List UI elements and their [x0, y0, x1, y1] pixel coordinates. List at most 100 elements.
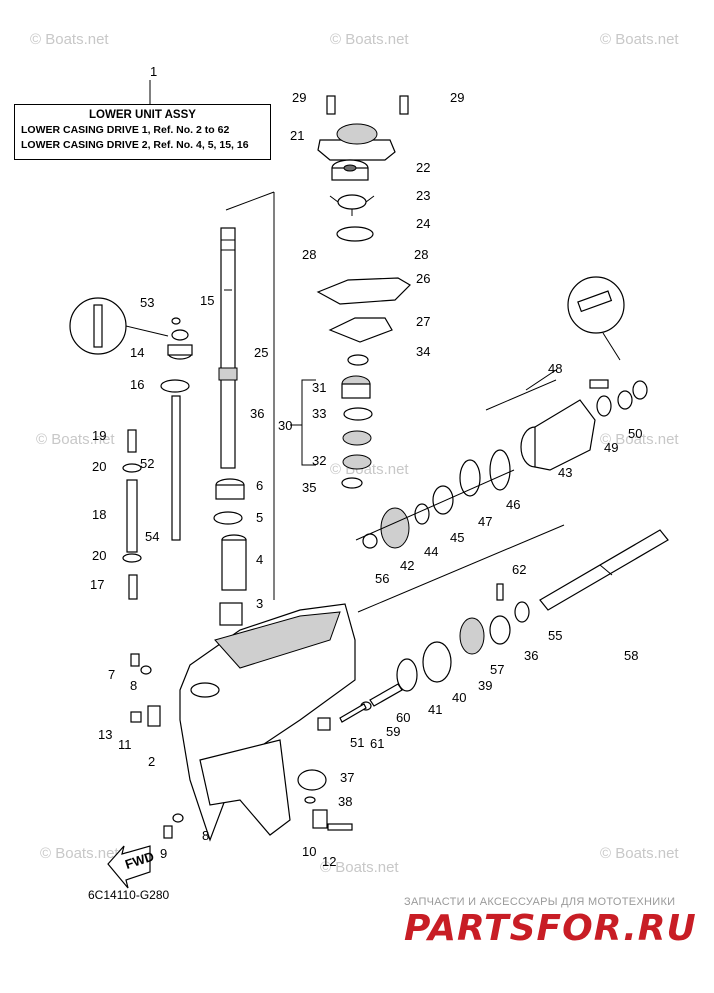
dog-clutch-57: [489, 615, 511, 645]
callout-40: 40: [452, 690, 466, 705]
callout-51: 51: [350, 735, 364, 750]
shim-41: [396, 658, 418, 692]
oil-seal-14: [167, 344, 193, 360]
callout-57: 57: [490, 662, 504, 677]
callout-21: 21: [290, 128, 304, 143]
outer-plate: [316, 277, 411, 305]
callout-25: 25: [254, 345, 268, 360]
bearing-housing-43: [520, 399, 596, 471]
pinion-37: [297, 769, 327, 791]
watermark-text: © Boats.net: [600, 845, 679, 862]
plunger-60: [339, 703, 367, 723]
oil-seal-34: [347, 354, 369, 366]
o-ring-47: [489, 449, 511, 491]
callout-43: 43: [558, 465, 572, 480]
callout-58: 58: [624, 648, 638, 663]
pin-19: [127, 429, 137, 453]
drive-shaft: [218, 227, 238, 469]
watermark-text: © Boats.net: [600, 431, 679, 448]
callout-42: 42: [400, 558, 414, 573]
callout-23: 23: [416, 188, 430, 203]
callout-17: 17: [90, 577, 104, 592]
washer-53: [171, 317, 181, 325]
bolt-7: [130, 653, 140, 667]
watermark-text: © Boats.net: [600, 31, 679, 48]
sleeve-4: [221, 534, 247, 591]
bearing-3: [219, 602, 243, 626]
impeller-cup: [331, 159, 369, 181]
box-line-2: LOWER CASING DRIVE 2, Ref. No. 4, 5, 15,…: [21, 139, 249, 151]
washer-8b: [172, 813, 184, 823]
screw-9: [163, 825, 173, 839]
seal-50b: [632, 380, 648, 400]
callout-33: 33: [312, 406, 326, 421]
callout-34: 34: [416, 344, 430, 359]
callout-32: 32: [312, 453, 326, 468]
nut-38: [304, 796, 316, 804]
callout-56: 56: [375, 571, 389, 586]
callout-61: 61: [370, 736, 384, 751]
nut-13: [130, 711, 142, 723]
diagram-code: 6C14110-G280: [88, 888, 170, 902]
callout-36: 36: [250, 406, 264, 421]
callout-24: 24: [416, 216, 430, 231]
ring-5: [213, 511, 243, 525]
callout-12: 12: [322, 854, 336, 869]
callout-62: 62: [512, 562, 526, 577]
brand-subtitle: ЗАПЧАСТИ И АКСЕССУАРЫ ДЛЯ МОТОТЕХНИКИ: [404, 896, 676, 908]
callout-46: 46: [506, 497, 520, 512]
bearing-40: [422, 641, 452, 683]
shift-rod-52: [171, 395, 181, 541]
callout-4: 4: [256, 552, 263, 567]
callout-60: 60: [396, 710, 410, 725]
pin-61: [496, 583, 504, 601]
tube-18: [126, 479, 138, 553]
callout-45: 45: [450, 530, 464, 545]
box-line-1: LOWER CASING DRIVE 1, Ref. No. 2 to 62: [21, 124, 230, 136]
seal-32b: [342, 454, 372, 470]
callout-7: 7: [108, 667, 115, 682]
ring-62: [514, 601, 530, 623]
callout-50: 50: [628, 426, 642, 441]
callout-11: 11: [118, 737, 132, 752]
o-ring-33: [343, 407, 373, 421]
callout-18: 18: [92, 507, 106, 522]
bolt-12: [327, 823, 353, 831]
callout-20: 20: [92, 459, 106, 474]
bolt-44: [589, 379, 609, 389]
callout-38: 38: [338, 794, 352, 809]
watermark-text: © Boats.net: [320, 859, 399, 876]
water-pump-housing: [317, 95, 409, 161]
callout-44: 44: [424, 544, 438, 559]
callout-5: 5: [256, 510, 263, 525]
callout-9: 9: [160, 846, 167, 861]
seal-50a: [617, 390, 633, 410]
watermark-text: © Boats.net: [36, 431, 115, 448]
lower-unit-assy-box: LOWER UNIT ASSY LOWER CASING DRIVE 1, Re…: [14, 104, 271, 160]
callout-26: 26: [416, 271, 430, 286]
bearing-45: [432, 485, 454, 515]
rod-17: [128, 574, 138, 600]
washer-35: [341, 477, 363, 489]
bearing-49: [596, 395, 612, 417]
watermark-text: © Boats.net: [40, 845, 119, 862]
callout-36: 36: [524, 648, 538, 663]
callout-8: 8: [130, 678, 137, 693]
callout-30: 30: [278, 418, 292, 433]
seal-32a: [342, 430, 372, 446]
callout-1: 1: [150, 64, 157, 79]
callout-14: 14: [130, 345, 144, 360]
o-ring-16: [160, 379, 190, 393]
watermark-text: © Boats.net: [330, 31, 409, 48]
callout-35: 35: [302, 480, 316, 495]
brand-logo: PARTSFOR.RU: [404, 908, 697, 949]
callout-37: 37: [340, 770, 354, 785]
callout-29: 29: [450, 90, 464, 105]
watermark-layer: © Boats.net © Boats.net © Boats.net © Boats…: [30, 31, 679, 876]
callout-2: 2: [148, 754, 155, 769]
callout-48: 48: [548, 361, 562, 376]
clip-20b: [122, 553, 142, 563]
callout-47: 47: [478, 514, 492, 529]
